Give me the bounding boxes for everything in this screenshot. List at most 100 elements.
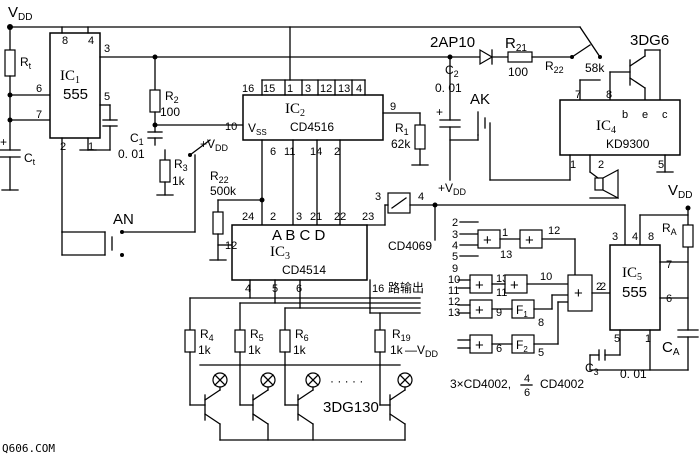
ra-label: RA xyxy=(662,221,677,237)
c3-value: 0. 01 xyxy=(620,367,647,381)
gates-note-a: 3×CD4002, xyxy=(450,377,511,391)
ic3-pin-22: 22 xyxy=(334,211,346,223)
ic4-pin-e: e xyxy=(642,109,648,121)
ic2-pin-4: 4 xyxy=(356,83,362,95)
ic2-part: CD4516 xyxy=(290,120,334,134)
transistor-3dg6-label: 3DG6 xyxy=(630,32,669,49)
switch-lever xyxy=(571,44,591,58)
ic1-pin-3: 3 xyxy=(104,43,110,55)
diode-2ap10 xyxy=(479,48,494,66)
ic4-pin-5: 5 xyxy=(658,159,664,171)
r22a-label: R22 xyxy=(545,59,564,75)
ic2-pin-15: 15 xyxy=(263,83,275,95)
switch-contact xyxy=(188,153,192,157)
transistor-3dg130-label: 3DG130 xyxy=(323,399,379,416)
ct-polarity: + xyxy=(0,135,7,149)
gate-pin: 12 xyxy=(548,225,560,237)
ic3-pin-21: 21 xyxy=(310,211,322,223)
ic1-pin-4: 4 xyxy=(88,35,94,47)
gate-pin: 8 xyxy=(538,317,544,329)
nor-gate-symbol: + xyxy=(475,337,484,354)
ic2-pin-6: 6 xyxy=(270,146,276,158)
lamp-icon xyxy=(397,372,413,388)
c2-polarity: + xyxy=(436,105,443,119)
gate-pin: 10 xyxy=(448,274,460,286)
r21-value: 100 xyxy=(508,65,528,79)
switch-lever xyxy=(189,139,211,156)
resistor-ra xyxy=(682,224,694,248)
ic5-pin-3: 3 xyxy=(612,231,618,243)
ic3-pin-4: 4 xyxy=(245,283,251,295)
gates-note-b: CD4002 xyxy=(540,377,584,391)
gate-pin: 6 xyxy=(496,343,502,355)
resistor-rt xyxy=(4,49,16,77)
ic2-pin-14: 14 xyxy=(310,146,322,158)
gate-pin: 9 xyxy=(452,263,458,275)
rt-label: Rt xyxy=(20,55,32,71)
nor-gate-symbol: + xyxy=(475,277,484,294)
ic5-pin-7: 7 xyxy=(666,259,672,271)
r3-label: R3 xyxy=(174,157,188,173)
ic3-part: CD4514 xyxy=(282,263,326,277)
nor-gate-symbol: + xyxy=(574,285,583,302)
ic3-pin-3: 3 xyxy=(296,211,302,223)
r22a-value: 58k xyxy=(585,61,605,75)
resistor-r2 xyxy=(149,89,161,113)
ic2-pin-12: 12 xyxy=(320,83,332,95)
ic2-pin-11: 11 xyxy=(284,146,295,158)
lamp-icon xyxy=(212,372,228,388)
c2-label: C2 xyxy=(445,63,459,79)
ic5-pin-2: 2 xyxy=(600,281,606,293)
f1-label: F1 xyxy=(516,303,528,319)
r19-value: 1k xyxy=(390,343,404,357)
gate-pin: 5 xyxy=(452,251,458,263)
ic3-pin-24: 24 xyxy=(242,211,254,223)
speaker-cone-icon xyxy=(602,169,619,199)
speaker-icon xyxy=(594,177,604,191)
ic1-part: 555 xyxy=(63,86,88,103)
resistor-r22b xyxy=(212,211,224,235)
nor-gate-symbol: + xyxy=(510,277,519,294)
ak-label: AK xyxy=(470,91,490,108)
ic3-pin-23: 23 xyxy=(362,211,374,223)
gate-pin: 13 xyxy=(500,249,512,261)
inverter-part: CD4069 xyxy=(388,239,432,253)
gate-pin: 5 xyxy=(538,347,544,359)
transistor-3dg130 xyxy=(189,386,221,441)
gates-note-num: 4 xyxy=(524,373,530,385)
output-label: 路输出 xyxy=(388,280,424,295)
diode-label: 2AP10 xyxy=(430,34,475,51)
ic4-name: IC4 xyxy=(596,118,616,136)
ic5-pin-8: 8 xyxy=(648,231,654,243)
wire xyxy=(579,26,601,58)
wire xyxy=(589,171,599,179)
ic2-pin-9: 9 xyxy=(390,101,396,113)
junction-dot xyxy=(432,202,438,208)
nor-gate-symbol: + xyxy=(525,232,534,249)
r4-label: R4 xyxy=(200,327,214,343)
ca-label: CA xyxy=(662,339,680,358)
ic2-pin-13: 13 xyxy=(338,83,350,95)
ic5-pin-1: 1 xyxy=(645,333,651,345)
resistor-r1 xyxy=(414,124,426,150)
r5-value: 1k xyxy=(248,343,262,357)
gate-pin: 2 xyxy=(596,281,602,293)
r1-value: 62k xyxy=(391,137,411,151)
ic1-pin-5: 5 xyxy=(104,91,110,103)
lamp-icon xyxy=(260,372,276,388)
r3-value: 1k xyxy=(172,174,186,188)
resistor-r6 xyxy=(279,329,291,353)
r21-label: R21 xyxy=(505,35,527,54)
nor-gate-symbol: + xyxy=(475,302,484,319)
ic4-pin-1: 1 xyxy=(570,159,576,171)
resistor-r4 xyxy=(184,329,196,353)
resistor-r5 xyxy=(234,329,246,353)
ic5-555 xyxy=(609,244,661,331)
gate-pin: 2 xyxy=(452,217,458,229)
r1-label: R1 xyxy=(395,121,409,137)
vdd-r19-label: —VDD xyxy=(405,343,439,359)
r2-value: 100 xyxy=(160,105,180,119)
gate-pin: 11 xyxy=(448,285,459,297)
nor-gate-combine xyxy=(567,274,593,312)
